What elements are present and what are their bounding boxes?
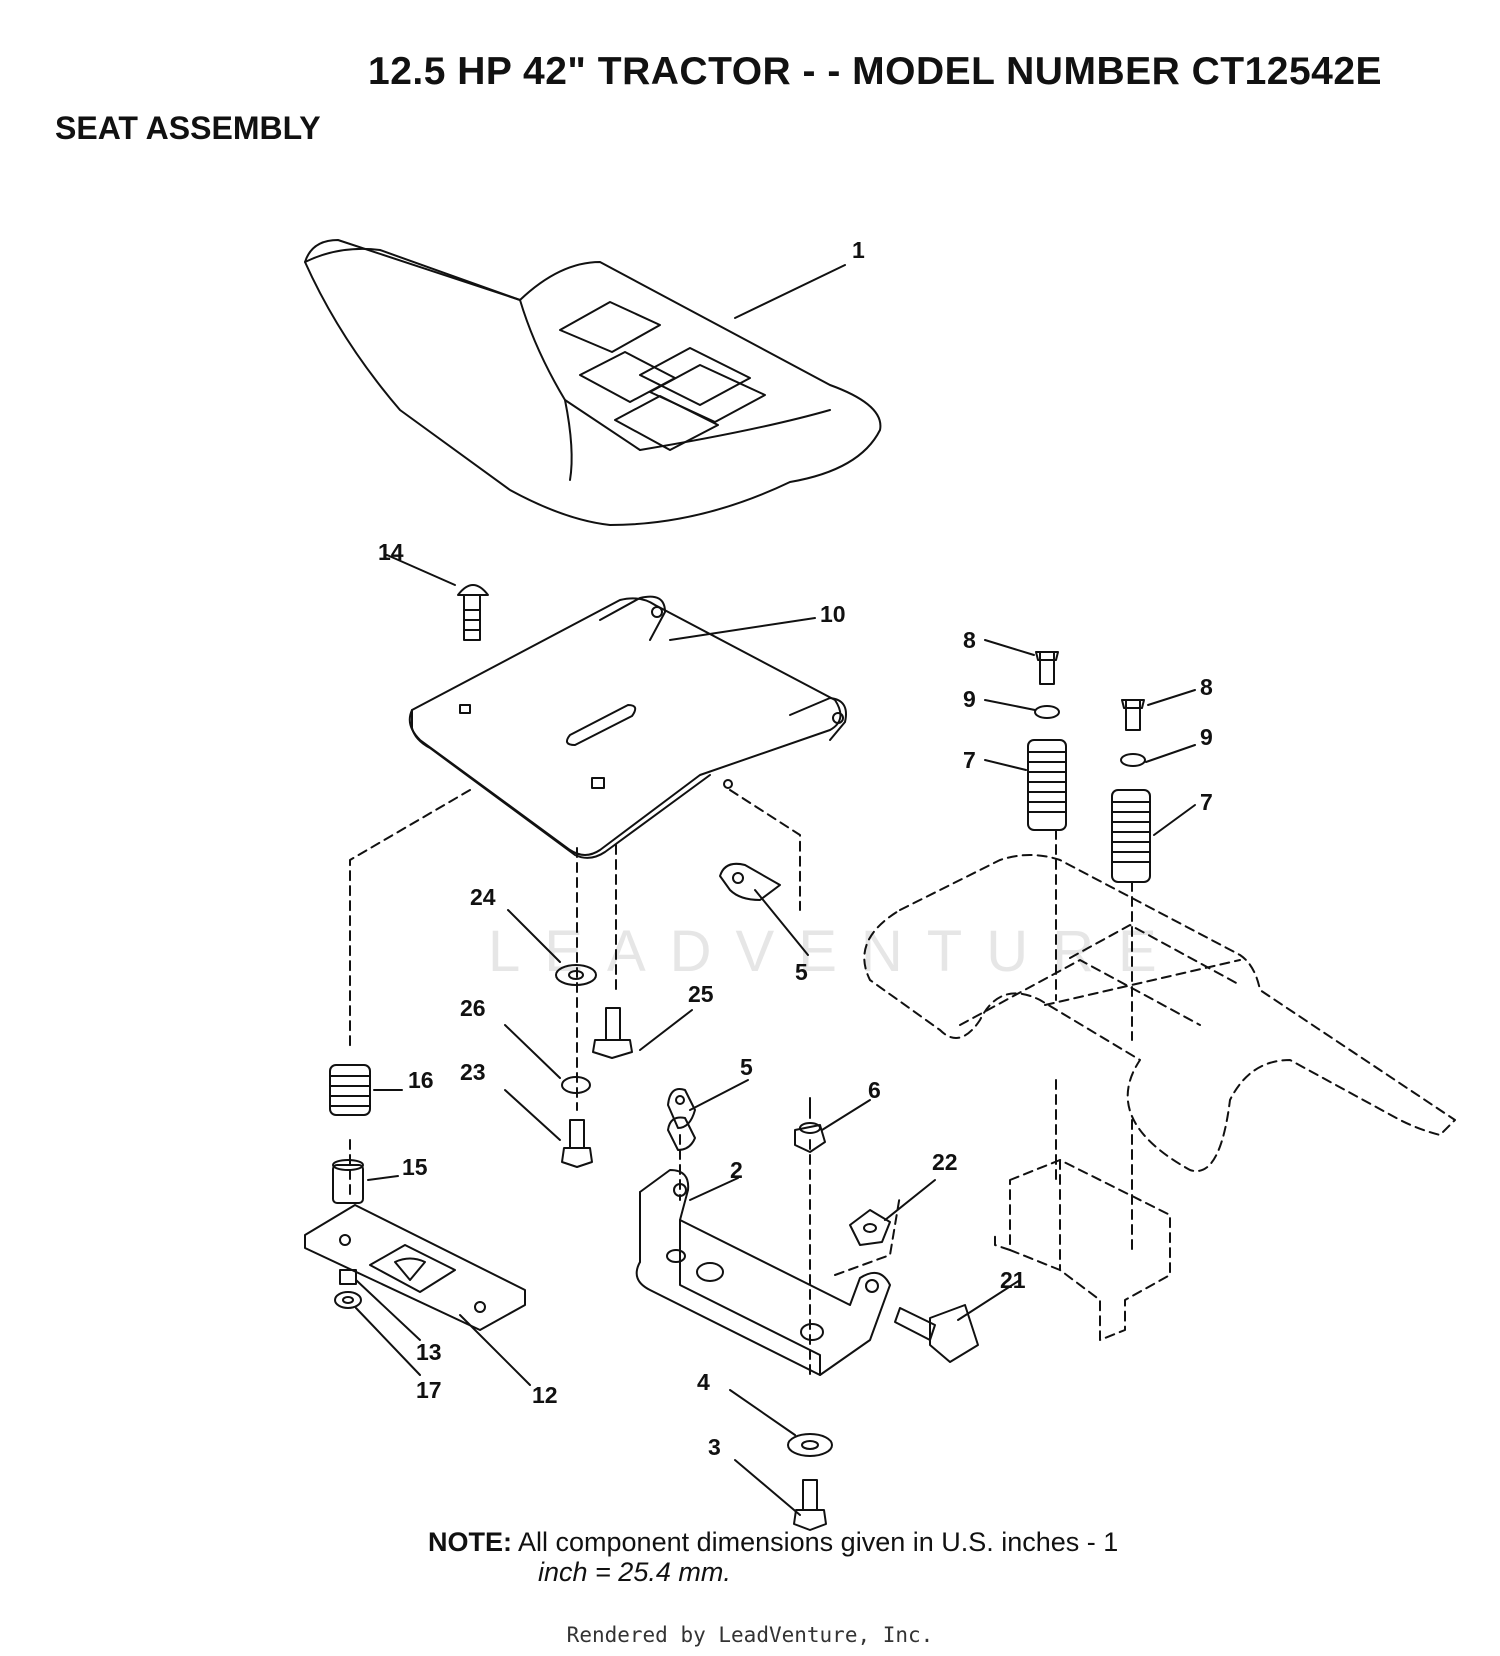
bracket-2-part — [635, 1169, 891, 1376]
callout-1: 1 — [852, 237, 865, 263]
callout-24: 24 — [470, 884, 496, 910]
bolt-25-part — [592, 1007, 693, 1059]
callout-12: 12 — [532, 1382, 558, 1408]
seat-part — [304, 239, 882, 526]
nut-22-part — [849, 1179, 936, 1246]
callout-17: 17 — [416, 1377, 442, 1403]
callout-5-upper: 5 — [795, 959, 808, 985]
note-line-2: inch = 25.4 mm. — [538, 1557, 731, 1587]
callout-5-lower: 5 — [740, 1054, 753, 1080]
callout-26: 26 — [460, 995, 486, 1021]
spring-16-part — [329, 1064, 403, 1116]
bolt-21-part — [894, 1279, 1021, 1363]
washer-4-part — [729, 1389, 833, 1457]
callout-9-right: 9 — [1200, 724, 1213, 750]
callout-14: 14 — [378, 539, 404, 565]
lock-washer-part — [504, 1024, 591, 1094]
callout-8-left: 8 — [963, 627, 976, 653]
note-line-1: All component dimensions given in U.S. i… — [512, 1527, 1119, 1557]
callout-7-left: 7 — [963, 747, 976, 773]
bolt-23-part — [504, 1089, 593, 1168]
bolt-3-part — [734, 1459, 827, 1531]
callout-16: 16 — [408, 1067, 434, 1093]
bracket-12-part — [304, 1204, 531, 1386]
callout-2: 2 — [730, 1157, 743, 1183]
tractor-frame-outline — [349, 789, 1456, 1381]
nut-6-part — [794, 1097, 871, 1153]
callout-15: 15 — [402, 1154, 428, 1180]
callout-3: 3 — [708, 1434, 721, 1460]
callout-4: 4 — [697, 1369, 710, 1395]
carriage-bolt-part — [386, 554, 489, 641]
footer-credit: Rendered by LeadVenture, Inc. — [566, 1623, 934, 1647]
washer-24-part — [507, 909, 597, 986]
callout-6: 6 — [868, 1077, 881, 1103]
page-title: 12.5 HP 42" TRACTOR - - MODEL NUMBER CT1… — [368, 50, 1383, 93]
nut-13-part — [334, 1269, 421, 1376]
note-label: NOTE: — [428, 1527, 512, 1557]
clip-lower-part — [667, 1079, 749, 1151]
callout-22: 22 — [932, 1149, 958, 1175]
callout-13: 13 — [416, 1339, 442, 1365]
callout-7-right: 7 — [1200, 789, 1213, 815]
spring-stack-right — [1111, 689, 1196, 883]
callout-8-right: 8 — [1200, 674, 1213, 700]
spacer-part — [332, 1159, 399, 1204]
callout-21: 21 — [1000, 1267, 1026, 1293]
dimension-note: NOTE: All component dimensions given in … — [428, 1527, 1118, 1587]
clip-upper-part — [719, 862, 809, 956]
callout-10: 10 — [820, 601, 846, 627]
spring-stack-left — [984, 639, 1067, 831]
callout-23: 23 — [460, 1059, 486, 1085]
section-title: SEAT ASSEMBLY — [55, 110, 321, 146]
callouts: 1 14 10 8 9 8 9 7 7 24 5 25 26 23 16 5 6… — [378, 237, 1213, 1460]
callout-25: 25 — [688, 981, 714, 1007]
callout-9-left: 9 — [963, 686, 976, 712]
watermark: LEADVENTURE — [488, 919, 1181, 984]
seat-pan-part — [408, 595, 847, 859]
